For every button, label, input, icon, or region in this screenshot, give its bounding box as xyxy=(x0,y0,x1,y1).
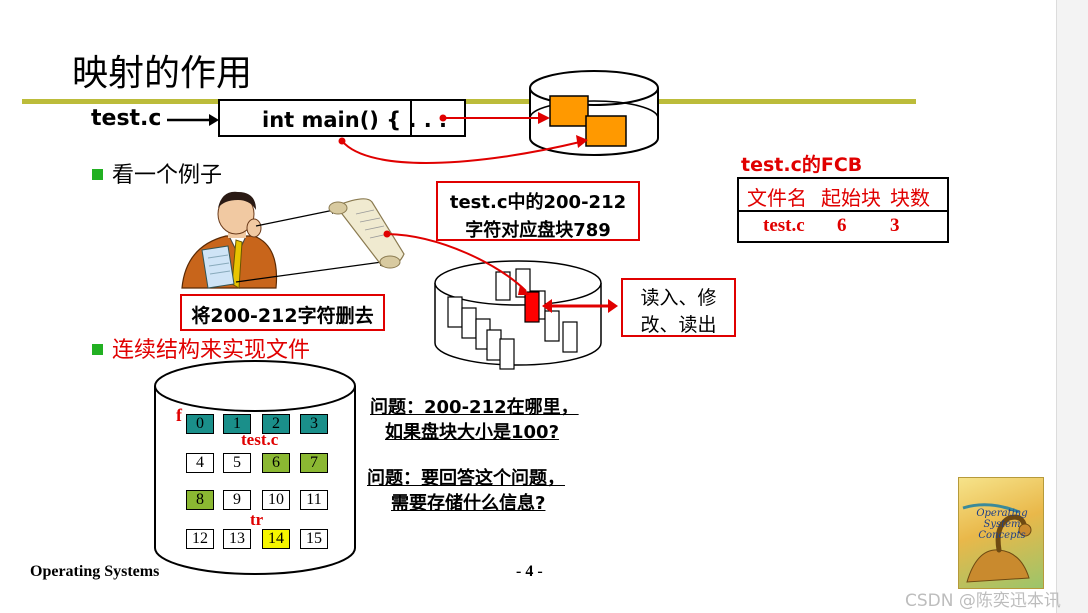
pointer-tr-label: tr xyxy=(250,510,264,529)
middle-disk-diagram xyxy=(383,230,618,370)
page-number: - 4 - xyxy=(516,563,543,580)
disk-block: 3 xyxy=(300,414,328,434)
fcb-cell-start: 6 xyxy=(837,215,847,236)
bullet-text-2: 连续结构来实现文件 xyxy=(112,338,311,363)
map-arrow-scroll xyxy=(383,230,530,295)
file-name-label: test.c xyxy=(241,430,279,449)
disk-block: 4 xyxy=(186,453,214,473)
rw-arrow xyxy=(542,299,618,313)
disk-block: 0 xyxy=(186,414,214,434)
disk-block: 7 xyxy=(300,453,328,473)
right-panel-divider xyxy=(1056,0,1057,613)
map-arrow-1 xyxy=(439,112,550,124)
fcb-cell-name: test.c xyxy=(763,215,805,236)
code-text: int main() { . . . xyxy=(262,108,448,132)
disk-block-orange-1 xyxy=(549,95,589,127)
book-cover-title: Operating System Concepts xyxy=(976,508,1028,541)
sight-line-lower xyxy=(235,261,383,283)
disk-block: 9 xyxy=(223,490,251,510)
disk-block: 15 xyxy=(300,529,328,549)
fcb-header-row: 文件名 起始块 块数 xyxy=(739,179,947,212)
footer-course: Operating Systems xyxy=(30,563,160,580)
disk-block: 8 xyxy=(186,490,214,510)
mapping-callout-box: test.c中的200-212 字符对应盘块789 xyxy=(436,181,640,241)
sight-line-upper xyxy=(255,209,335,227)
source-arrow xyxy=(167,114,219,126)
mapping-callout-line1: test.c中的200-212 xyxy=(449,192,627,213)
rw-note-line1: 读入、修 xyxy=(640,287,717,309)
slide-title: 映射的作用 xyxy=(72,53,253,94)
disk-block: 2 xyxy=(262,414,290,434)
fcb-caption: test.c的FCB xyxy=(741,154,863,176)
fcb-table: 文件名 起始块 块数 test.c 6 3 xyxy=(737,177,949,243)
disk-block: 11 xyxy=(300,490,328,510)
fcb-header-start: 起始块 xyxy=(821,186,881,210)
bullet-marker-2 xyxy=(92,344,103,355)
rw-note-box: 读入、修 改、读出 xyxy=(621,278,736,337)
scroll-icon xyxy=(328,198,405,269)
scattered-disk-blocks xyxy=(447,268,578,370)
disk-block-orange-2 xyxy=(585,115,627,147)
question-1-line2: 如果盘块大小是100? xyxy=(385,422,560,443)
code-box-divider xyxy=(410,101,412,135)
question-2-line1: 问题：要回答这个问题， xyxy=(367,468,565,489)
map-arrow-2 xyxy=(338,135,588,164)
pointer-f-label: f xyxy=(176,405,182,425)
bullet-text-1: 看一个例子 xyxy=(112,163,223,188)
disk-block: 10 xyxy=(262,490,290,510)
person-figure xyxy=(181,191,278,289)
delete-note-text: 将200-212字符删去 xyxy=(191,305,374,327)
question-1-line1: 问题：200-212在哪里， xyxy=(370,397,579,418)
rw-note-line2: 改、读出 xyxy=(640,314,717,336)
fcb-cell-count: 3 xyxy=(890,215,900,236)
disk-block: 14 xyxy=(262,529,290,549)
disk-block: 1 xyxy=(223,414,251,434)
disk-block: 5 xyxy=(223,453,251,473)
fcb-header-count: 块数 xyxy=(890,186,930,210)
person-reading-illustration xyxy=(181,191,405,289)
top-disk-diagram xyxy=(338,70,659,164)
slide: 映射的作用 test.c int main() { . . . 看一 xyxy=(0,0,1056,613)
fcb-header-name: 文件名 xyxy=(747,186,807,210)
title-rule xyxy=(22,99,916,104)
mapping-callout-line2: 字符对应盘块789 xyxy=(465,220,611,241)
code-box: int main() { . . . xyxy=(218,99,466,137)
disk-block: 12 xyxy=(186,529,214,549)
disk-block: 6 xyxy=(262,453,290,473)
bullet-marker-1 xyxy=(92,169,103,180)
delete-note-box: 将200-212字符删去 xyxy=(180,294,385,331)
source-file-label: test.c xyxy=(91,106,162,131)
book-cover-image: Operating System Concepts xyxy=(958,477,1044,589)
disk-block: 13 xyxy=(223,529,251,549)
csdn-watermark: CSDN @陈奕迅本讯 xyxy=(905,591,1061,611)
dinosaur-icon xyxy=(962,503,1032,583)
disk-block-789 xyxy=(524,291,540,323)
question-2-line2: 需要存储什么信息? xyxy=(391,493,546,514)
